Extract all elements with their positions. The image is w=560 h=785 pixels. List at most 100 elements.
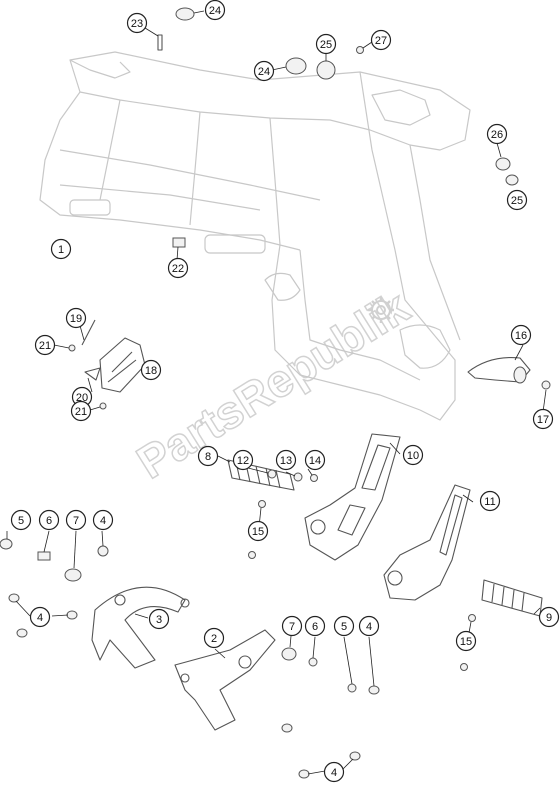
callout-circle — [402, 444, 424, 466]
part-washer-14 — [310, 474, 318, 482]
callout-27: 27 — [370, 29, 392, 51]
callout-label: 13 — [280, 455, 292, 467]
callout-circle — [65, 307, 87, 329]
callout-circle — [315, 33, 337, 55]
callout-label: 4 — [331, 767, 337, 779]
callout-label: 1 — [58, 244, 64, 256]
part-pin-12 — [267, 469, 277, 479]
callout-13: 13 — [275, 449, 297, 471]
callout-22: 22 — [167, 257, 189, 279]
part-washer-21a — [68, 344, 76, 352]
callout-3: 3 — [148, 608, 170, 630]
part-washers-right — [281, 647, 380, 779]
callout-circle — [281, 615, 303, 637]
callout-21: 21 — [70, 400, 92, 422]
callout-label: 19 — [70, 313, 82, 325]
callout-label: 27 — [375, 35, 387, 47]
callout-label: 5 — [18, 515, 24, 527]
callout-circle — [275, 449, 297, 471]
callout-label: 20 — [76, 392, 88, 404]
callout-label: 6 — [312, 621, 318, 633]
callout-19: 19 — [65, 307, 87, 329]
callout-circle — [70, 400, 92, 422]
callout-label: 25 — [320, 39, 332, 51]
callout-15: 15 — [247, 520, 269, 542]
callout-23: 23 — [126, 12, 148, 34]
callout-14: 14 — [304, 449, 326, 471]
callout-8: 8 — [197, 445, 219, 467]
callout-label: 26 — [491, 129, 503, 141]
callout-24: 24 — [253, 60, 275, 82]
callout-circle — [455, 630, 477, 652]
callout-circle — [148, 608, 170, 630]
part-washers-left — [0, 538, 109, 638]
callout-circle — [323, 761, 345, 783]
callout-4: 4 — [29, 606, 51, 628]
callout-circle — [10, 509, 32, 531]
part-pin-15b — [460, 614, 476, 671]
callout-15: 15 — [455, 630, 477, 652]
callout-5: 5 — [333, 615, 355, 637]
main-frame — [39, 51, 471, 421]
callout-circle — [253, 60, 275, 82]
callout-18: 18 — [140, 359, 162, 381]
callout-label: 23 — [131, 18, 143, 30]
callout-circle — [140, 359, 162, 381]
callout-6: 6 — [38, 509, 60, 531]
callout-circle — [38, 509, 60, 531]
part-cap-25a — [316, 60, 336, 80]
callout-17: 17 — [532, 408, 554, 430]
callout-label: 12 — [237, 455, 249, 467]
callout-circle — [532, 408, 554, 430]
part-footpeg-9 — [481, 579, 543, 617]
callout-label: 2 — [211, 633, 217, 645]
callout-label: 11 — [484, 496, 495, 508]
callout-circle — [479, 490, 501, 512]
callout-label: 17 — [537, 414, 549, 426]
callout-label: 5 — [341, 621, 347, 633]
callout-25: 25 — [506, 189, 528, 211]
callout-2: 2 — [203, 627, 225, 649]
part-bushing-24b — [285, 57, 307, 75]
part-nut-27 — [356, 46, 364, 54]
part-footrest-bracket-11 — [383, 484, 471, 601]
callout-circle — [247, 520, 269, 542]
callout-circle — [92, 509, 114, 531]
callout-label: 18 — [145, 365, 157, 377]
callout-7: 7 — [281, 615, 303, 637]
callout-circle — [538, 606, 560, 628]
callout-label: 25 — [511, 195, 523, 207]
callout-label: 21 — [39, 340, 51, 352]
part-cover-16 — [467, 357, 531, 384]
part-bracket-20 — [84, 367, 101, 381]
part-screw-21b — [99, 402, 107, 410]
part-bolt-19 — [81, 319, 96, 346]
part-footrest-bracket-10 — [304, 433, 401, 561]
callout-label: 7 — [289, 621, 295, 633]
callout-circle — [510, 324, 532, 346]
callout-label: 24 — [258, 66, 270, 78]
part-rear-bracket-2 — [174, 629, 276, 731]
callout-10: 10 — [402, 444, 424, 466]
callout-label: 8 — [205, 451, 211, 463]
part-cap-26 — [495, 157, 511, 171]
callout-circle — [126, 12, 148, 34]
callout-label: 21 — [75, 406, 87, 418]
callout-6: 6 — [304, 615, 326, 637]
callout-circle — [204, 0, 226, 21]
part-screw-23 — [157, 34, 163, 51]
callout-circle — [304, 449, 326, 471]
callout-circle — [486, 123, 508, 145]
callout-circle — [29, 606, 51, 628]
callout-circle — [167, 257, 189, 279]
callout-label: 4 — [37, 612, 43, 624]
part-nut-17 — [541, 380, 551, 390]
callout-11: 11 — [479, 490, 501, 512]
callout-21: 21 — [34, 334, 56, 356]
callout-circle — [358, 615, 380, 637]
callout-label: 3 — [156, 614, 162, 626]
callout-9: 9 — [538, 606, 560, 628]
